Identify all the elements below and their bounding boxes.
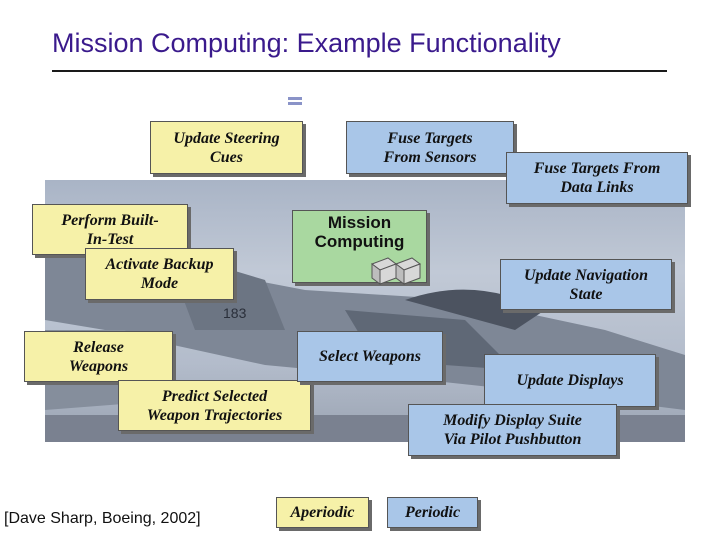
function-update-displays: Update Displays xyxy=(484,354,656,407)
function-select-weapons: Select Weapons xyxy=(297,331,443,382)
page-title: Mission Computing: Example Functionality xyxy=(52,28,561,58)
tail-number: 183 xyxy=(223,305,247,321)
function-predict-weapon-trajectories: Predict Selected Weapon Trajectories xyxy=(118,380,311,431)
logo-lines-icon xyxy=(288,97,302,109)
function-release-weapons: Release Weapons xyxy=(24,331,173,382)
function-update-navigation-state: Update Navigation State xyxy=(500,259,672,310)
computer-hardware-icon xyxy=(370,257,422,285)
function-activate-backup-mode: Activate Backup Mode xyxy=(85,248,234,300)
legend-periodic: Periodic xyxy=(387,497,478,528)
function-modify-display-suite: Modify Display Suite Via Pilot Pushbutto… xyxy=(408,404,617,456)
function-fuse-targets-from-data-links: Fuse Targets From Data Links xyxy=(506,152,688,204)
function-fuse-targets-from-sensors: Fuse Targets From Sensors xyxy=(346,121,514,174)
function-perform-built-in-test: Perform Built- In-Test xyxy=(32,204,188,255)
citation: [Dave Sharp, Boeing, 2002] xyxy=(4,510,201,527)
function-update-steering-cues: Update Steering Cues xyxy=(150,121,303,174)
legend-aperiodic: Aperiodic xyxy=(276,497,369,528)
title-underline xyxy=(52,70,667,72)
